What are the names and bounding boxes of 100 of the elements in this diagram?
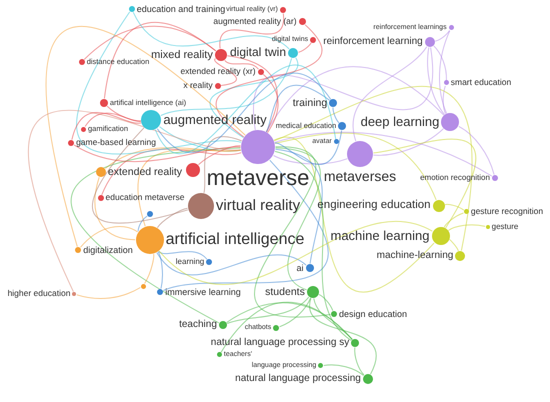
link-line (444, 212, 464, 228)
keyword-label: metaverse (206, 165, 310, 191)
link-line (104, 22, 216, 99)
link-line (313, 298, 353, 340)
keyword-label: training (292, 96, 328, 110)
keyword-label: reinforcement learning (323, 36, 423, 48)
link-line (266, 84, 330, 132)
keyword-label: gesture recognition (470, 207, 544, 217)
link-line (28, 110, 242, 292)
link-line (373, 128, 444, 156)
link-line (434, 30, 450, 42)
link-line (373, 138, 476, 228)
keyword-label: deep learning (360, 114, 440, 130)
keyword-label: education and training (136, 4, 226, 14)
link-line (275, 147, 320, 290)
keyword-label: extended reality (xr) (180, 67, 256, 77)
link-line (274, 132, 492, 177)
link-line (318, 294, 334, 312)
link-line (156, 252, 307, 276)
link-line (106, 106, 142, 122)
link-line (274, 86, 472, 252)
link-line (71, 112, 142, 140)
keyword-label: higher education (8, 289, 70, 299)
keyword-label: extended reality (108, 166, 182, 178)
link-line (226, 302, 353, 340)
link-line (214, 58, 237, 86)
keyword-label: x reality (183, 81, 213, 91)
keyword-label: game-based learning (76, 138, 156, 148)
keyword-label: smart education (450, 78, 512, 88)
link-line (76, 11, 242, 154)
link-line (279, 298, 311, 328)
link-line (448, 224, 486, 231)
link-line (309, 298, 376, 375)
link-line (298, 42, 312, 53)
link-line (101, 148, 242, 196)
link-line (274, 137, 435, 292)
link-line (273, 155, 348, 164)
link-line (92, 127, 188, 224)
keyword-label: digital twin (230, 46, 286, 60)
link-line (156, 208, 188, 228)
link-line (226, 296, 310, 324)
keyword-label: digitalization (83, 244, 133, 256)
link-line (84, 112, 142, 127)
link-line (274, 148, 323, 264)
link-line (442, 85, 446, 114)
keyword-label: mixed reality (151, 48, 213, 62)
link-line (70, 148, 241, 324)
link-line (352, 46, 428, 142)
link-line (216, 24, 322, 138)
link-line (132, 12, 290, 50)
link-line (138, 149, 242, 227)
keyword-label: artificial intelligence (166, 230, 304, 250)
link-line (104, 147, 242, 169)
link-line (323, 364, 364, 376)
link-line (138, 216, 148, 232)
link-line (162, 160, 329, 291)
link-line (160, 58, 292, 116)
keyword-label: virtual reality (216, 197, 300, 215)
link-line (448, 238, 459, 252)
link-line (74, 144, 241, 162)
keyword-label: augmented reality (163, 112, 267, 128)
link-line (210, 57, 298, 138)
link-line (144, 253, 154, 284)
link-line (158, 251, 163, 290)
keyword-label: design education (338, 308, 408, 320)
keyword-label: immersive learning (165, 286, 241, 298)
link-line (76, 287, 141, 299)
link-line (159, 126, 242, 152)
link-line (444, 204, 464, 211)
link-line (80, 226, 138, 248)
keyword-label: students (265, 286, 305, 298)
keyword-label: metaverses (324, 168, 396, 184)
link-line (274, 150, 352, 342)
link-line (266, 66, 444, 132)
keyword-label: augmented reality (ar) (213, 17, 297, 27)
link-line (254, 146, 331, 318)
link-line (439, 30, 450, 114)
link-line (220, 302, 353, 353)
link-line (224, 60, 259, 70)
link-line (274, 130, 342, 165)
link-line (458, 126, 495, 176)
link-line (204, 136, 242, 194)
link-line (198, 145, 242, 166)
keyword-label: gesture (492, 222, 518, 232)
keyword-label: teaching (179, 319, 217, 331)
link-line (354, 347, 364, 376)
keyword-label: natural language processing sy (210, 337, 350, 349)
keyword-label: ai (296, 262, 304, 274)
link-line (262, 74, 279, 134)
link-line (220, 13, 284, 49)
link-line (158, 221, 433, 285)
link-line (274, 132, 437, 200)
link-line (433, 45, 447, 80)
keyword-label: natural language processing (235, 373, 361, 385)
link-line (254, 46, 433, 131)
keyword-label: education metaverse (106, 193, 184, 203)
link-line (427, 46, 445, 116)
link-line (94, 176, 136, 240)
link-line (158, 250, 208, 260)
link-line (332, 107, 340, 124)
